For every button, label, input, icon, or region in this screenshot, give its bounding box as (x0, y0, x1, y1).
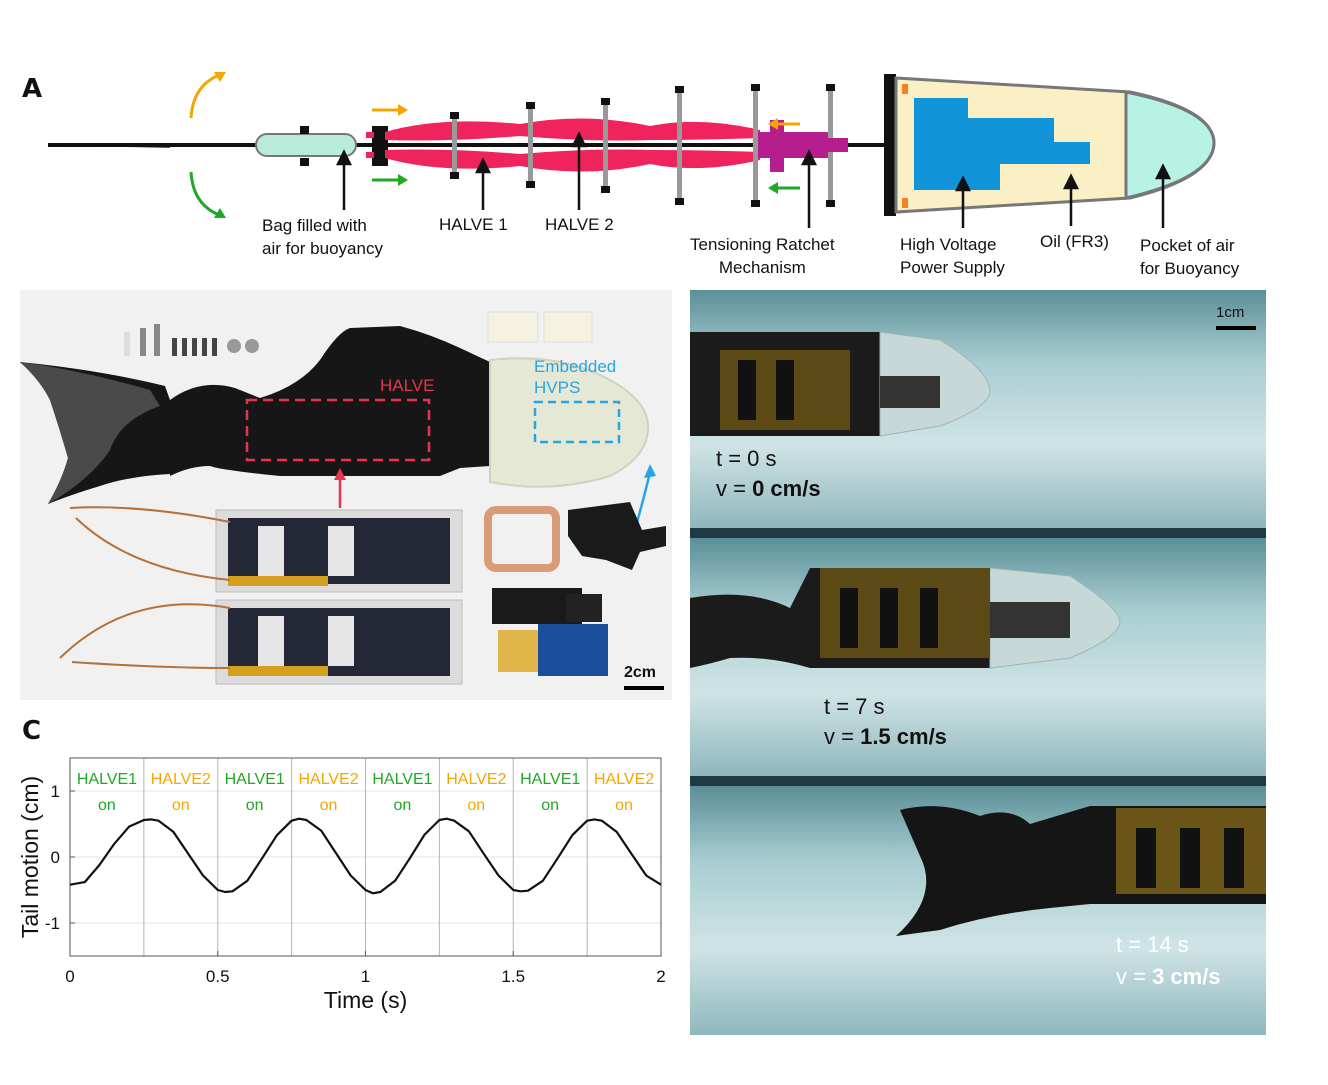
frame-2-time: t = 7 s (824, 694, 885, 719)
halve-photo-label: HALVE (380, 376, 435, 395)
phase-name-label: HALVE1 (225, 771, 285, 788)
panel-label-c: C (22, 716, 42, 746)
phase-name-label: HALVE2 (594, 771, 654, 788)
head-shell (489, 357, 650, 488)
frame-1: 1cm t = 0 s v = 0 cm/s (690, 290, 1266, 528)
frame-3: t = 14 s v = 3 cm/s (690, 786, 1266, 1035)
phase-state-label: on (394, 797, 412, 814)
label-buoyancy-bag: Bag filled with air for buoyancy (262, 216, 383, 258)
label-air-pocket: Pocket of air for Buoyancy (1140, 236, 1240, 278)
phase-state-label: on (246, 797, 264, 814)
tail-clamp (372, 126, 388, 166)
x-tick-label: 0.5 (206, 967, 230, 986)
component-photo: HALVE Embedded HVPS 2cm (20, 290, 672, 700)
hvps-block (914, 98, 1090, 190)
label-halve-1: HALVE 1 (439, 215, 508, 234)
frame-2-velocity: v = 1.5 cm/s (824, 724, 947, 749)
frame-1-time: t = 0 s (716, 446, 777, 471)
tail-motion-line (69, 817, 662, 895)
label-ratchet: Tensioning Ratchet Mechanism (690, 235, 835, 277)
frame-3-time: t = 14 s (1116, 932, 1189, 957)
hvps-photo-label: Embedded HVPS (534, 357, 617, 397)
phase-name-label: HALVE1 (520, 771, 580, 788)
component-illustration (20, 311, 666, 685)
frame-1-velocity: v = 0 cm/s (716, 476, 821, 501)
halve-pouch-2 (215, 599, 463, 685)
x-tick-label: 0 (65, 967, 74, 986)
fish-schematic (47, 72, 1216, 228)
panel-label-a: A (22, 74, 43, 104)
label-halve-2: HALVE 2 (545, 215, 614, 234)
x-axis-label: Time (s) (324, 987, 407, 1013)
x-tick-label: 1 (361, 967, 370, 986)
fish-body (20, 326, 490, 504)
y-tick-label: 1 (51, 782, 60, 801)
label-oil: Oil (FR3) (1040, 232, 1109, 251)
phase-state-label: on (615, 797, 633, 814)
frame-3-velocity: v = 3 cm/s (1116, 964, 1221, 989)
phase-name-label: HALVE2 (446, 771, 506, 788)
phase-name-label: HALVE2 (298, 771, 358, 788)
y-axis-label: Tail motion (cm) (17, 776, 43, 938)
phase-name-label: HALVE2 (151, 771, 211, 788)
air-pocket (1124, 90, 1216, 200)
tail-down-arrow (189, 171, 223, 218)
frame-2: t = 7 s v = 1.5 cm/s (690, 538, 1266, 776)
y-tick-label: -1 (45, 914, 60, 933)
hvps-region (533, 400, 621, 444)
scale-1cm-bar (1216, 326, 1256, 330)
head-plate (884, 74, 896, 216)
ratchet-mechanism (758, 132, 828, 158)
phase-state-label: on (320, 797, 338, 814)
x-tick-label: 1.5 (501, 967, 525, 986)
phase-state-label: on (98, 797, 116, 814)
scale-2cm-bar (624, 686, 664, 690)
phase-name-label: HALVE1 (372, 771, 432, 788)
swimming-frames: 1cm t = 0 s v = 0 cm/s t = 7 s v = 1.5 c… (690, 290, 1266, 1035)
scale-1cm-label: 1cm (1216, 304, 1245, 321)
buoyancy-bag (255, 133, 357, 157)
y-tick-label: 0 (51, 848, 60, 867)
x-tick-label: 2 (656, 967, 665, 986)
halve-region (245, 398, 431, 462)
label-hvps: High Voltage Power Supply (900, 235, 1005, 277)
phase-state-label: on (467, 797, 485, 814)
phase-state-label: on (172, 797, 190, 814)
scale-2cm-label: 2cm (624, 664, 657, 681)
phase-name-label: HALVE1 (77, 771, 137, 788)
phase-state-label: on (541, 797, 559, 814)
halve-pouch-1 (215, 509, 463, 593)
tail-up-arrow (189, 72, 223, 119)
